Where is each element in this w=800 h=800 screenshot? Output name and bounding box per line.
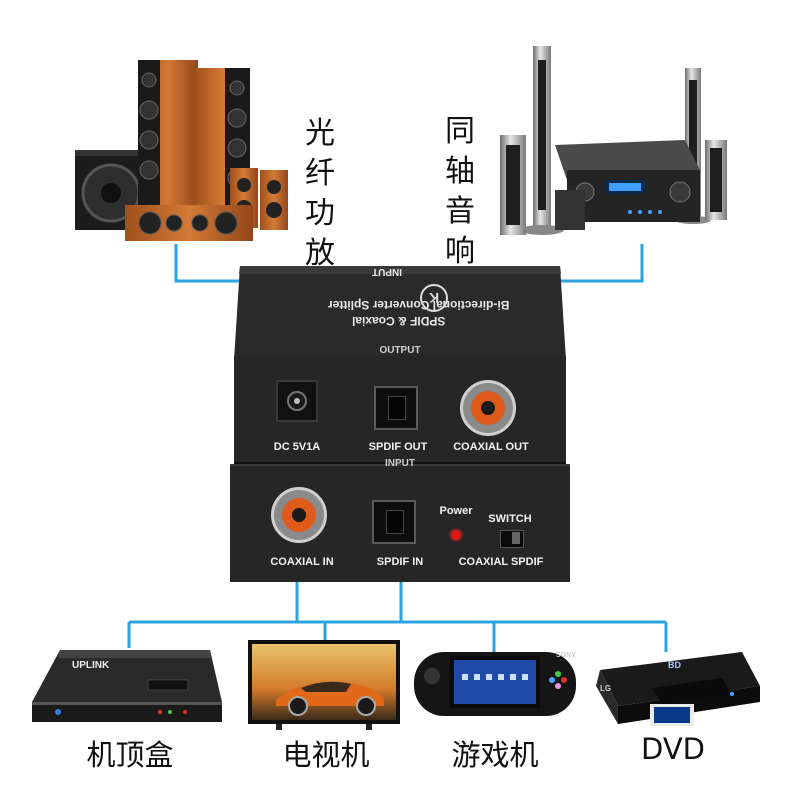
coaxial-out-label: COAXIAL OUT: [453, 441, 529, 453]
set-top-box-brand: UPLINK: [72, 660, 110, 671]
converter-top-face: [234, 266, 566, 360]
input-section-label: INPUT: [385, 458, 415, 469]
device-title-line1: Bi-directional Converter Splitter: [328, 298, 510, 312]
set-top-box-label: 机顶盒: [86, 738, 174, 772]
spdif-out-label: SPDIF OUT: [368, 441, 428, 453]
output-section-label: OUTPUT: [379, 345, 421, 356]
tv-label: 电视机: [282, 738, 370, 772]
dvd-player-image: [596, 652, 760, 726]
coaxial-in-center-icon: [292, 508, 306, 522]
brand-logo-icon: K: [420, 284, 448, 312]
top-edge-input-label: INPUT: [372, 266, 402, 277]
power-led-icon: [451, 530, 461, 540]
coaxial-in-label: COAXIAL IN: [270, 556, 334, 568]
dc-jack-pin-icon: [294, 398, 300, 404]
game-console-image: [414, 652, 576, 716]
spdif-out-slot-icon: [388, 396, 406, 420]
coaxial-audio-system-image: [500, 46, 727, 235]
dvd-label: DVD: [641, 732, 705, 766]
dc-label: DC 5V1A: [273, 441, 321, 453]
spdif-in-slot-icon: [386, 510, 404, 534]
optical-amplifier-speakers-image: [75, 60, 288, 241]
power-label: Power: [439, 505, 473, 517]
tv-image: [248, 640, 400, 730]
set-top-box-image: [32, 650, 222, 722]
game-console-label: 游戏机: [451, 738, 539, 772]
dvd-brand: LG: [600, 684, 612, 693]
switch-label: SWITCH: [488, 513, 532, 525]
spdif-in-label: SPDIF IN: [376, 556, 424, 568]
coaxial-out-center-icon: [481, 401, 495, 415]
switch-knob-icon: [512, 532, 520, 544]
bluray-badge: BD: [668, 660, 681, 670]
switch-positions-label: COAXIAL SPDIF: [458, 556, 544, 568]
game-console-brand: SONY: [556, 652, 576, 659]
dc-power-jack: [276, 380, 318, 422]
device-title-line2: SPDIF & Coaxial: [352, 314, 446, 328]
